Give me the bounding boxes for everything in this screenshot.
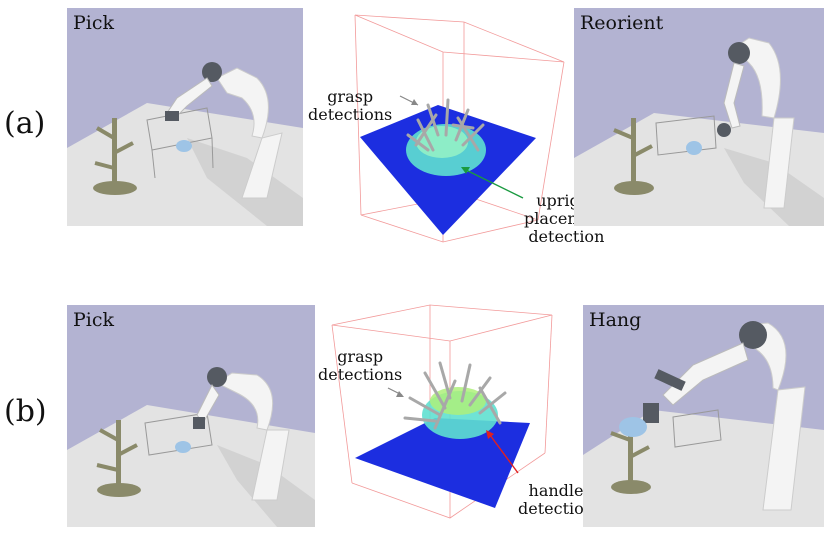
row-label-a: (a) [4,106,46,141]
grasp-annotation-b: grasp detections [318,347,403,384]
row-label-b: (b) [4,394,47,429]
handle-arrow-b [489,434,519,474]
scene-hang-b-image [583,305,824,527]
handle-annotation-b: handle detection [518,481,595,518]
grasp-markers-b [403,361,507,430]
scene-label-pick-b: Pick [73,309,115,331]
grasp-markers-a [406,98,485,152]
scene-pick-a-image [67,8,303,226]
upright-arrow-a [465,169,524,199]
scene-label-hang-b: Hang [589,309,642,331]
ground-plane-b [355,418,530,508]
scene-pick-b-image [67,305,315,527]
scene-reorient-a-image [574,8,824,226]
detection-plot-b [331,304,553,519]
scene-pick-a: Pick [67,8,303,226]
scene-label-reorient-a: Reorient [580,12,664,34]
scene-pick-b: Pick [67,305,315,527]
scene-label-pick-a: Pick [73,12,115,34]
detection-plot-a [354,14,565,243]
grasp-annotation-a: grasp detections [308,87,393,124]
scene-hang-b: Hang [583,305,824,527]
scene-reorient-a: Reorient [574,8,824,226]
